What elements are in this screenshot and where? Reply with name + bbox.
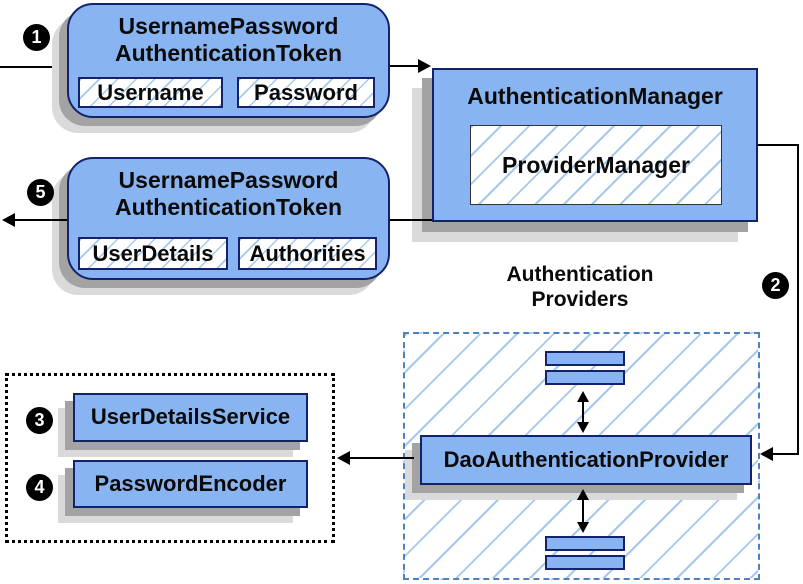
services-dotted-region: 3 UserDetailsService 4 PasswordEncoder [5, 373, 335, 543]
step-badge-5: 5 [27, 179, 54, 206]
provider-stack-bar-bottom-2 [545, 555, 625, 570]
userdetails-field-chip: UserDetails [78, 237, 228, 270]
arrowhead-into-manager [418, 59, 431, 73]
request-token-title: UsernamePassword AuthenticationToken [69, 5, 388, 67]
double-arrow-bottom-shaft [582, 498, 584, 524]
response-token-title-line1: UsernamePassword [118, 167, 339, 193]
flow-line-into-dao [772, 453, 799, 455]
step-badge-2: 2 [762, 272, 789, 299]
step-badge-4: 4 [26, 474, 53, 501]
authorities-field-chip: Authorities [238, 237, 377, 270]
step-badge-3-number: 3 [34, 410, 45, 430]
double-arrow-top-down-head [577, 422, 589, 433]
response-token-title: UsernamePassword AuthenticationToken [69, 159, 388, 221]
authentication-providers-label-line1: Authentication [506, 263, 654, 286]
password-field-chip: Password [237, 77, 375, 108]
authentication-manager-title: AuthenticationManager [467, 83, 723, 109]
arrowhead-into-dao [760, 447, 773, 461]
flow-line-manager-to-response-token [390, 219, 432, 221]
username-field-chip: Username [78, 77, 223, 108]
user-details-service-box: UserDetailsService [73, 393, 308, 442]
authentication-providers-label-line2: Providers [531, 288, 629, 311]
password-encoder-box: PasswordEncoder [73, 460, 308, 508]
authentication-providers-label: Authentication Providers [455, 262, 705, 312]
provider-stack-bar-top-2 [545, 370, 625, 385]
step-badge-1: 1 [23, 24, 50, 51]
step-badge-2-number: 2 [770, 275, 781, 295]
provider-manager-box: ProviderManager [470, 125, 722, 205]
step-badge-5-number: 5 [35, 182, 46, 202]
authentication-manager-box: AuthenticationManager ProviderManager [432, 68, 758, 222]
provider-stack-bar-top-1 [545, 351, 625, 366]
username-password-token-response-box: UsernamePassword AuthenticationToken Use… [67, 157, 390, 280]
request-token-title-line1: UsernamePassword [118, 13, 339, 39]
provider-stack-bar-bottom-1 [545, 536, 625, 551]
flow-line-response-out [13, 219, 67, 221]
flow-line-request-in [0, 66, 67, 68]
arrowhead-into-services [337, 451, 350, 465]
double-arrow-top-up-head [577, 391, 589, 402]
double-arrow-top-shaft [582, 400, 584, 424]
request-token-title-line2: AuthenticationToken [114, 40, 342, 66]
double-arrow-bottom-down-head [577, 522, 589, 533]
double-arrow-bottom [577, 489, 589, 533]
response-token-title-line2: AuthenticationToken [114, 194, 342, 220]
double-arrow-bottom-up-head [577, 489, 589, 500]
flow-line-dao-to-services [346, 457, 414, 459]
connector-manager-to-dao [758, 144, 799, 455]
providers-dashed-region: DaoAuthenticationProvider [403, 332, 760, 580]
step-badge-1-number: 1 [31, 27, 42, 47]
arrowhead-out-left [2, 213, 15, 227]
step-badge-4-number: 4 [34, 477, 45, 497]
username-password-token-request-box: UsernamePassword AuthenticationToken Use… [67, 3, 390, 118]
flow-line-token-to-manager [390, 65, 420, 67]
step-badge-3: 3 [26, 407, 53, 434]
double-arrow-top [577, 391, 589, 433]
dao-authentication-provider-box: DaoAuthenticationProvider [420, 435, 752, 485]
